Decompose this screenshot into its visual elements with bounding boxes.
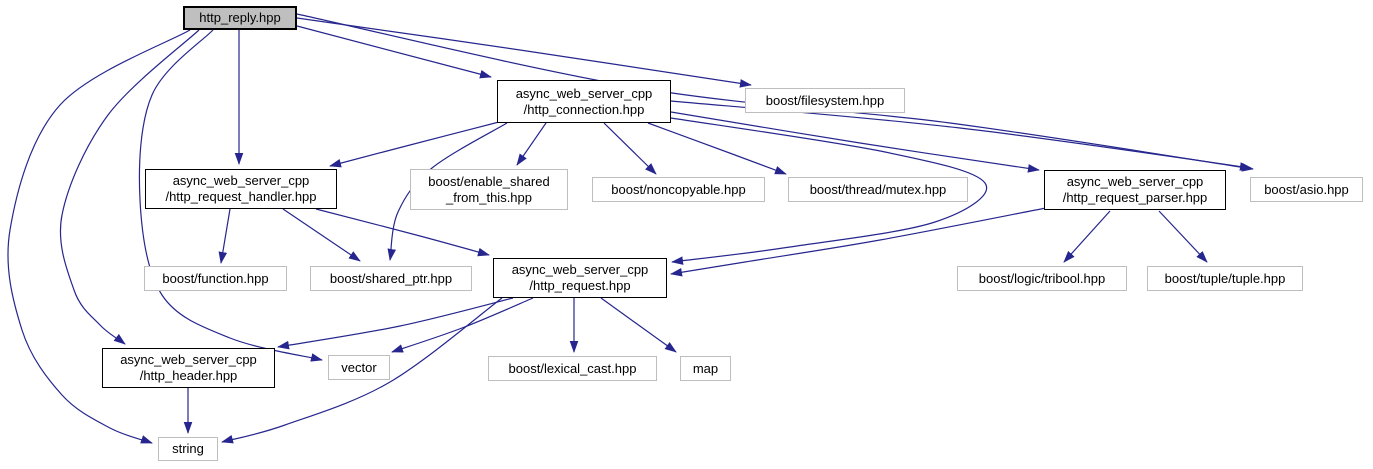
node-label: async_web_server_cpp /http_connection.hp… [515, 85, 653, 117]
node-label: boost/filesystem.hpp [765, 92, 885, 108]
node-label: async_web_server_cpp /http_request_handl… [165, 173, 317, 204]
node-http-request-handler[interactable]: async_web_server_cpp /http_request_handl… [145, 169, 337, 209]
edge-http-request-to-http-header [277, 297, 514, 350]
edge-http-connection-to-boost-enable-shared-from-this [516, 122, 547, 166]
node-label: boost/shared_ptr.hpp [329, 270, 453, 286]
edge-http-request-to-string [221, 297, 503, 444]
node-label: boost/tuple/tuple.hpp [1164, 270, 1286, 286]
edge-http-connection-to-http-request-parser [670, 111, 1040, 173]
edge-http-reply-to-http-connection [296, 25, 492, 79]
node-string: string [158, 437, 218, 461]
node-http-request-parser[interactable]: async_web_server_cpp /http_request_parse… [1044, 170, 1226, 210]
edge-http-request-handler-to-boost-function [218, 208, 231, 264]
node-boost-tuple-tuple: boost/tuple/tuple.hpp [1147, 266, 1303, 291]
edge-http-request-parser-to-boost-tuple-tuple [1158, 210, 1208, 263]
edge-http-request-parser-to-boost-logic-tribool [1063, 210, 1111, 263]
edge-http-connection-to-boost-noncopyable [603, 122, 657, 175]
node-boost-logic-tribool: boost/logic/tribool.hpp [957, 266, 1127, 291]
edge-http-request-parser-to-http-request [670, 207, 1047, 277]
edge-http-request-to-map [600, 297, 677, 353]
node-label: map [692, 360, 719, 376]
node-label: http_reply.hpp [199, 10, 281, 26]
node-label: boost/enable_shared _from_this.hpp [428, 173, 550, 205]
node-label: async_web_server_cpp /http_header.hpp [120, 352, 257, 383]
edge-http-connection-to-boost-asio [670, 100, 1252, 171]
edge-http-reply-to-http-header [59, 29, 200, 345]
node-http-header[interactable]: async_web_server_cpp /http_header.hpp [102, 348, 275, 388]
node-http-connection[interactable]: async_web_server_cpp /http_connection.hp… [497, 80, 671, 123]
node-vector: vector [328, 355, 390, 380]
edge-http-reply-to-vector [138, 29, 323, 362]
node-label: boost/function.hpp [162, 270, 269, 286]
node-boost-function: boost/function.hpp [144, 266, 287, 291]
edge-http-connection-to-http-request [670, 117, 988, 265]
node-label: vector [341, 359, 377, 375]
edge-http-reply-to-string [7, 29, 191, 444]
node-boost-thread-mutex: boost/thread/mutex.hpp [788, 177, 968, 202]
node-label: async_web_server_cpp /http_request_parse… [1062, 174, 1208, 205]
node-label: boost/logic/tribool.hpp [978, 270, 1106, 286]
node-label: async_web_server_cpp /http_request.hpp [511, 262, 649, 293]
edge-http-reply-to-boost-filesystem [296, 17, 752, 88]
node-boost-enable-shared-from-this: boost/enable_shared _from_this.hpp [410, 169, 568, 210]
node-map: map [680, 356, 731, 381]
node-label: boost/asio.hpp [1264, 181, 1349, 197]
node-boost-shared-ptr: boost/shared_ptr.hpp [310, 266, 472, 291]
node-boost-lexical-cast: boost/lexical_cast.hpp [488, 356, 657, 381]
edge-http-connection-to-http-request-handler [329, 121, 500, 168]
node-boost-filesystem: boost/filesystem.hpp [745, 88, 905, 113]
node-label: boost/lexical_cast.hpp [508, 360, 637, 376]
node-http-reply: http_reply.hpp [183, 6, 297, 30]
node-label: boost/noncopyable.hpp [611, 181, 746, 197]
node-boost-asio: boost/asio.hpp [1250, 177, 1363, 202]
edge-http-request-to-vector [391, 297, 534, 353]
node-http-request[interactable]: async_web_server_cpp /http_request.hpp [493, 258, 667, 298]
node-boost-noncopyable: boost/noncopyable.hpp [592, 177, 765, 202]
node-label: string [172, 441, 204, 457]
edge-http-request-handler-to-http-request [315, 208, 490, 257]
edge-http-connection-to-boost-thread-mutex [647, 122, 787, 175]
node-label: boost/thread/mutex.hpp [809, 181, 947, 197]
edge-http-request-handler-to-boost-shared-ptr [282, 208, 361, 262]
